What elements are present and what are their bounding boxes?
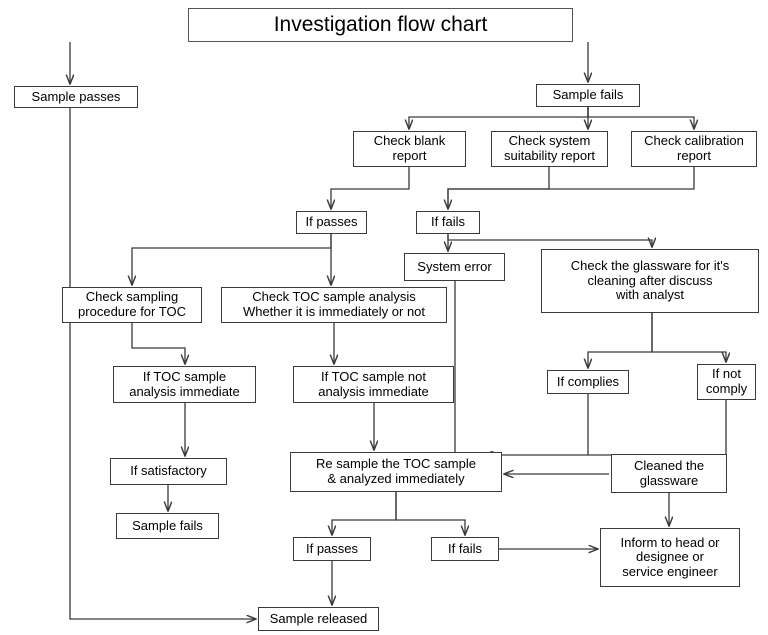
flow-node-if_satisfactory[interactable]: If satisfactory bbox=[110, 458, 227, 485]
connector-resample-to-iffails2 bbox=[395, 492, 465, 535]
flow-node-inform_head[interactable]: Inform to head or designee or service en… bbox=[600, 528, 740, 587]
flow-node-sample_passes[interactable]: Sample passes bbox=[14, 86, 138, 108]
flow-node-system_error[interactable]: System error bbox=[404, 253, 505, 281]
connector-system-to-iffails bbox=[448, 167, 550, 209]
flow-node-if_complies[interactable]: If complies bbox=[547, 370, 629, 394]
connector-blank-to-ifpasses bbox=[331, 167, 410, 209]
connector-complies-to-resample bbox=[455, 394, 589, 456]
connector-glassware-to-notcomply bbox=[651, 313, 726, 362]
connector-resample-to-ifpasses2 bbox=[332, 492, 397, 535]
connector-syserr-to-resample bbox=[454, 281, 500, 455]
flow-node-check_glassware[interactable]: Check the glassware for it's cleaning af… bbox=[541, 249, 759, 313]
connector-ifpasses-to-sampling bbox=[132, 234, 332, 285]
flow-node-if_passes_1[interactable]: If passes bbox=[296, 211, 367, 234]
connector-passes-to-released bbox=[69, 108, 256, 619]
flow-node-if_fails_1[interactable]: If fails bbox=[416, 211, 480, 234]
connector-calib-to-iffails bbox=[447, 167, 695, 209]
flow-node-if_fails_2[interactable]: If fails bbox=[431, 537, 499, 561]
connector-fails-to-blank bbox=[409, 107, 589, 129]
flow-node-if_passes_2[interactable]: If passes bbox=[293, 537, 371, 561]
flow-node-sample_released[interactable]: Sample released bbox=[258, 607, 379, 631]
flow-node-check_calib[interactable]: Check calibration report bbox=[631, 131, 757, 167]
flow-node-check_system[interactable]: Check system suitability report bbox=[491, 131, 608, 167]
flow-node-re_sample[interactable]: Re sample the TOC sample & analyzed imme… bbox=[290, 452, 502, 492]
connector-glassware-to-complies bbox=[588, 313, 653, 368]
connector-iffails-to-glassware bbox=[447, 234, 652, 247]
flow-node-toc_immediate[interactable]: If TOC sample analysis immediate bbox=[113, 366, 256, 403]
flow-node-if_not_comply[interactable]: If not comply bbox=[697, 364, 756, 400]
flow-node-title[interactable]: Investigation flow chart bbox=[188, 8, 573, 42]
flow-node-sample_fails_bot[interactable]: Sample fails bbox=[116, 513, 219, 539]
flow-node-sample_fails_top[interactable]: Sample fails bbox=[536, 84, 640, 107]
flow-node-check_sampling[interactable]: Check sampling procedure for TOC bbox=[62, 287, 202, 323]
flow-node-check_toc[interactable]: Check TOC sample analysis Whether it is … bbox=[221, 287, 447, 323]
flow-node-toc_not_imm[interactable]: If TOC sample not analysis immediate bbox=[293, 366, 454, 403]
flow-node-check_blank[interactable]: Check blank report bbox=[353, 131, 466, 167]
connector-group bbox=[70, 42, 726, 619]
connector-sampling-to-toc-imm bbox=[131, 323, 185, 364]
connector-notcomply-to-resample bbox=[588, 400, 727, 456]
connector-fails-to-calib bbox=[587, 107, 694, 129]
flow-node-cleaned_glass[interactable]: Cleaned the glassware bbox=[611, 454, 727, 493]
